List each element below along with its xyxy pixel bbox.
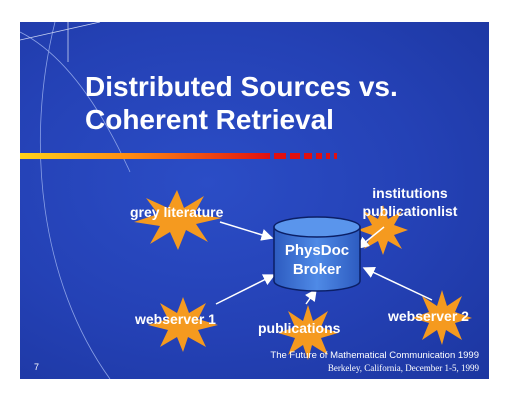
grey-literature-label: grey literature (130, 204, 224, 220)
star-burst-icon (134, 190, 222, 250)
institutions-line-1: institutions (372, 185, 448, 201)
connection-arrows (215, 221, 433, 305)
star-burst-icon (148, 297, 218, 352)
broker-label: PhysDoc Broker (274, 241, 360, 279)
star-burst-icon (412, 290, 472, 345)
slide-title: Distributed Sources vs. Coherent Retriev… (85, 70, 398, 136)
institutions-label: institutions publicationlist (355, 184, 465, 220)
footer-location: Berkeley, California, December 1-5, 1999 (327, 363, 479, 373)
decorative-lines (20, 22, 131, 379)
title-stripe (20, 153, 337, 159)
star-burst-icon (358, 205, 408, 255)
footer-conference: The Future of Mathematical Communication… (270, 350, 479, 361)
title-line-2: Coherent Retrieval (85, 104, 334, 135)
webserver-1-label: webserver 1 (135, 311, 216, 327)
broker-line-1: PhysDoc (284, 242, 350, 259)
star-burst-icon (278, 305, 338, 360)
publications-label: publications (258, 320, 341, 336)
webserver-2-label: webserver 2 (388, 308, 469, 324)
broker-line-2: Broker (292, 261, 342, 278)
database-cylinder-icon (273, 216, 361, 292)
title-line-1: Distributed Sources vs. (85, 71, 398, 102)
slide: Distributed Sources vs. Coherent Retriev… (20, 22, 489, 379)
institutions-line-2: publicationlist (362, 203, 458, 219)
slide-number: 7 (34, 362, 40, 372)
